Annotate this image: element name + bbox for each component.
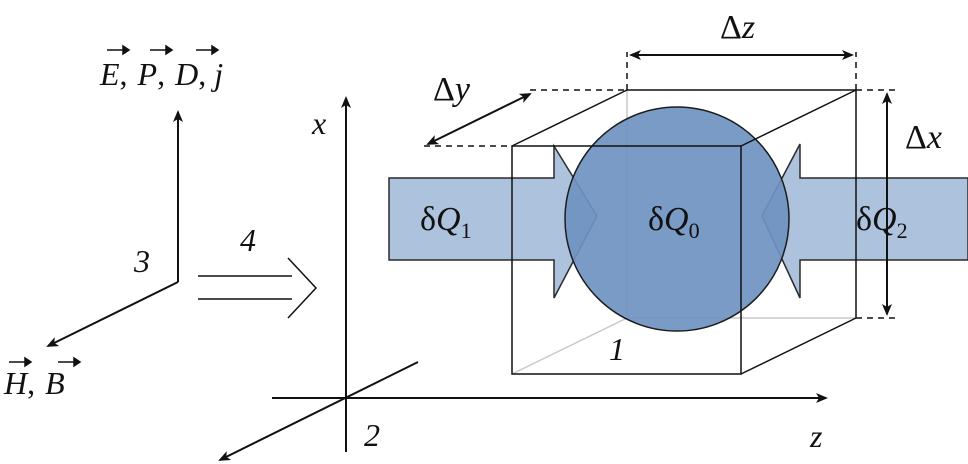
- label-P: P: [137, 56, 158, 92]
- number-4: 4: [240, 222, 256, 258]
- field-label-top: E,P,D,j: [99, 56, 223, 92]
- label-B: B: [45, 365, 65, 401]
- var-z: z: [741, 9, 755, 46]
- field-diagonal-axis: [46, 281, 179, 347]
- dz-label: Δz: [720, 9, 755, 46]
- Q-q0: Q: [664, 201, 689, 238]
- flow-label-q0: δQ0: [648, 201, 700, 243]
- sep: ,: [157, 56, 165, 92]
- flow-label-q2: δQ2: [856, 201, 908, 243]
- x-axis-label: x: [311, 105, 326, 141]
- y-axis: [218, 361, 419, 461]
- dy-label: Δy: [433, 71, 471, 108]
- sphere: [564, 106, 790, 332]
- Q-q2: Q: [872, 201, 897, 238]
- field-label-bottom: H, B: [3, 365, 65, 401]
- dx-label: Δx: [905, 119, 942, 156]
- dy-dimension: [426, 93, 532, 145]
- delta-q2: δ: [856, 201, 872, 238]
- sep: ,: [198, 56, 206, 92]
- dimension-lines: Δz Δy Δx: [424, 9, 942, 319]
- z-axis-label: z: [809, 418, 823, 454]
- sep: ,: [120, 56, 128, 92]
- flow-arrows: [388, 143, 968, 299]
- number-3: 3: [133, 243, 150, 279]
- sep: ,: [27, 365, 35, 401]
- label-D: D: [174, 56, 198, 92]
- coordinate-axes: x z 2: [218, 96, 828, 461]
- sub-q1: 1: [461, 218, 472, 243]
- delta: Δ: [720, 9, 742, 46]
- var-y: y: [452, 71, 471, 108]
- label-E: E: [99, 56, 120, 92]
- field-axes: E,P,D,j H,B 3: [3, 44, 223, 401]
- sub-q0: 0: [689, 218, 700, 243]
- number-1: 1: [609, 331, 625, 367]
- delta: Δ: [433, 71, 455, 108]
- sub-q2: 2: [897, 218, 908, 243]
- delta-q1: δ: [420, 201, 436, 238]
- label-H: H: [3, 365, 29, 401]
- delta: Δ: [905, 119, 927, 156]
- label-j: j: [210, 56, 223, 92]
- delta-q0: δ: [648, 201, 664, 238]
- vector-arrows-bottom: [9, 356, 82, 368]
- number-2: 2: [364, 417, 380, 453]
- vector-arrows-top: [107, 44, 220, 56]
- var-x: x: [926, 119, 942, 156]
- flow-label-q1: δQ1: [420, 201, 472, 243]
- Q-q1: Q: [436, 201, 461, 238]
- cube-visible-edges: [511, 89, 857, 375]
- double-arrow-4: 4: [198, 222, 318, 319]
